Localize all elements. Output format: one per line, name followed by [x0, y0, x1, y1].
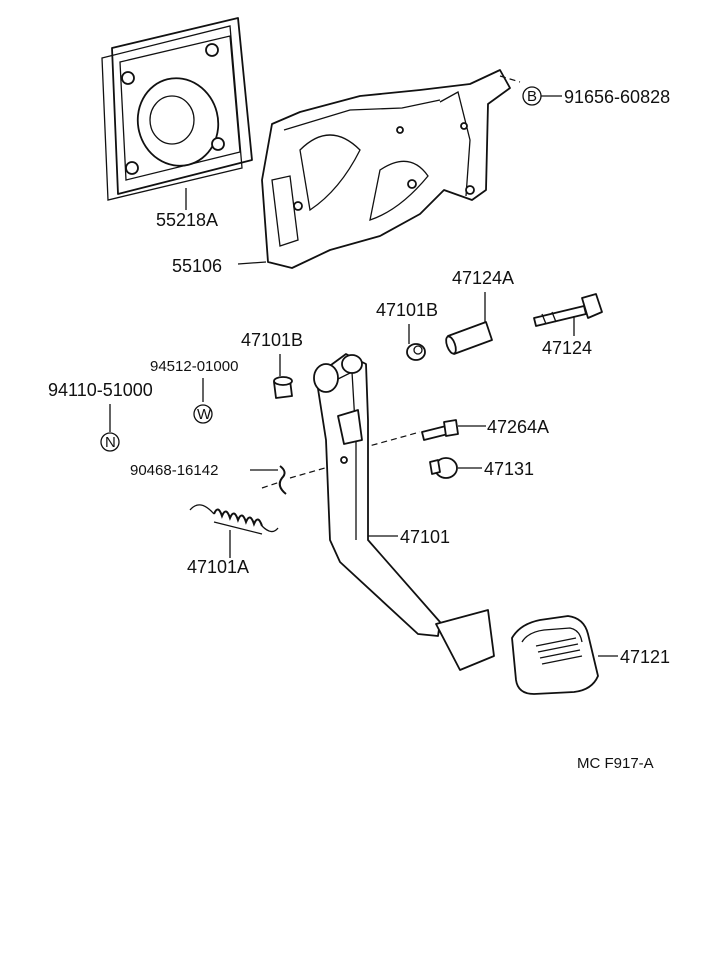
label-94110-51000: 94110-51000	[48, 380, 153, 400]
label-47124a: 47124A	[452, 268, 514, 288]
marker-w: W	[197, 406, 212, 423]
pedal-bracket-55106	[261, 69, 511, 269]
marker-n-circle	[100, 432, 120, 452]
diagram-code: MC F917-A	[577, 755, 654, 772]
marker-w-circle	[193, 404, 213, 424]
label-94512-01000: 94512-01000	[150, 358, 238, 375]
bushing-47101b-top	[406, 343, 426, 361]
return-spring-47101a	[189, 504, 279, 535]
label-47101b-top: 47101B	[376, 300, 438, 320]
gasket-plate-55218a	[101, 17, 253, 201]
label-47124: 47124	[542, 338, 592, 358]
label-55218a: 55218A	[156, 210, 218, 230]
label-47101: 47101	[400, 527, 450, 547]
label-47101a: 47101A	[187, 557, 249, 577]
label-90468-16142: 90468-16142	[130, 462, 218, 479]
label-55106: 55106	[172, 256, 222, 276]
bolt-47124	[533, 293, 603, 327]
bolt-47264a	[421, 419, 459, 441]
marker-n: N	[105, 434, 116, 451]
label-47131: 47131	[484, 459, 534, 479]
collar-47124a	[445, 321, 493, 355]
label-47121: 47121	[620, 647, 670, 667]
label-47264a: 47264A	[487, 417, 549, 437]
label-47101b-left: 47101B	[241, 330, 303, 350]
label-91656-60828: 91656-60828	[564, 87, 670, 107]
clip-90468-16142	[278, 465, 287, 495]
brake-pedal-47101	[313, 353, 495, 671]
bushing-47101b-left	[273, 376, 293, 399]
marker-b: B	[527, 88, 537, 105]
stopper-47131	[429, 457, 458, 479]
pedal-pad-47121	[511, 615, 599, 695]
